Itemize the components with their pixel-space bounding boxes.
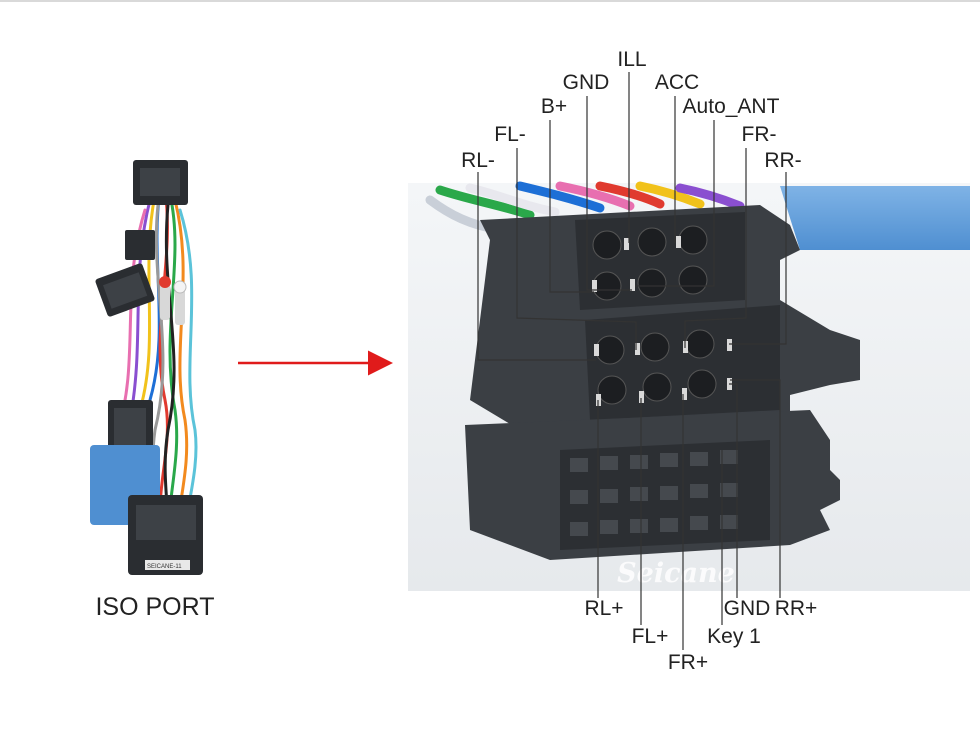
brand-watermark: Seicane xyxy=(617,558,735,589)
label-bplus: B+ xyxy=(541,95,567,118)
leader-rr-plus xyxy=(730,379,781,598)
label-ill: ILL xyxy=(617,48,646,71)
leader-fl-minus xyxy=(516,148,637,350)
label-rr-minus: RR- xyxy=(764,149,801,172)
harness-tag: SEICANE-11 xyxy=(147,564,182,570)
label-gnd-top: GND xyxy=(563,71,610,94)
label-fl-minus: FL- xyxy=(494,123,526,146)
leader-rr-minus xyxy=(729,172,787,345)
wire-harness-icon: SEICANE-11 xyxy=(90,160,203,575)
label-fr-plus: FR+ xyxy=(668,651,708,674)
connector-photo: Seicane xyxy=(408,181,970,591)
pin-labels: ILL GND ACC B+ Auto_ANT FL- FR- RL- RR- … xyxy=(461,48,817,674)
leader-rl-minus xyxy=(477,172,596,361)
leader-gnd-top xyxy=(586,96,632,291)
label-acc: ACC xyxy=(655,71,699,94)
leader-auto-ant xyxy=(635,120,715,287)
leader-lines xyxy=(477,72,787,650)
harness-caption: ISO PORT xyxy=(95,593,214,621)
label-rl-plus: RL+ xyxy=(584,597,623,620)
leader-bplus xyxy=(549,120,594,293)
leader-gnd-bottom xyxy=(729,383,738,598)
label-gnd-bottom: GND xyxy=(724,597,771,620)
label-key1: Key 1 xyxy=(707,625,761,648)
label-fr-minus: FR- xyxy=(742,123,777,146)
label-rr-plus: RR+ xyxy=(775,597,818,620)
top-divider xyxy=(0,0,980,2)
leader-fr-minus xyxy=(684,148,747,348)
label-fl-plus: FL+ xyxy=(632,625,669,648)
label-auto-ant: Auto_ANT xyxy=(683,95,780,118)
label-rl-minus: RL- xyxy=(461,149,495,172)
